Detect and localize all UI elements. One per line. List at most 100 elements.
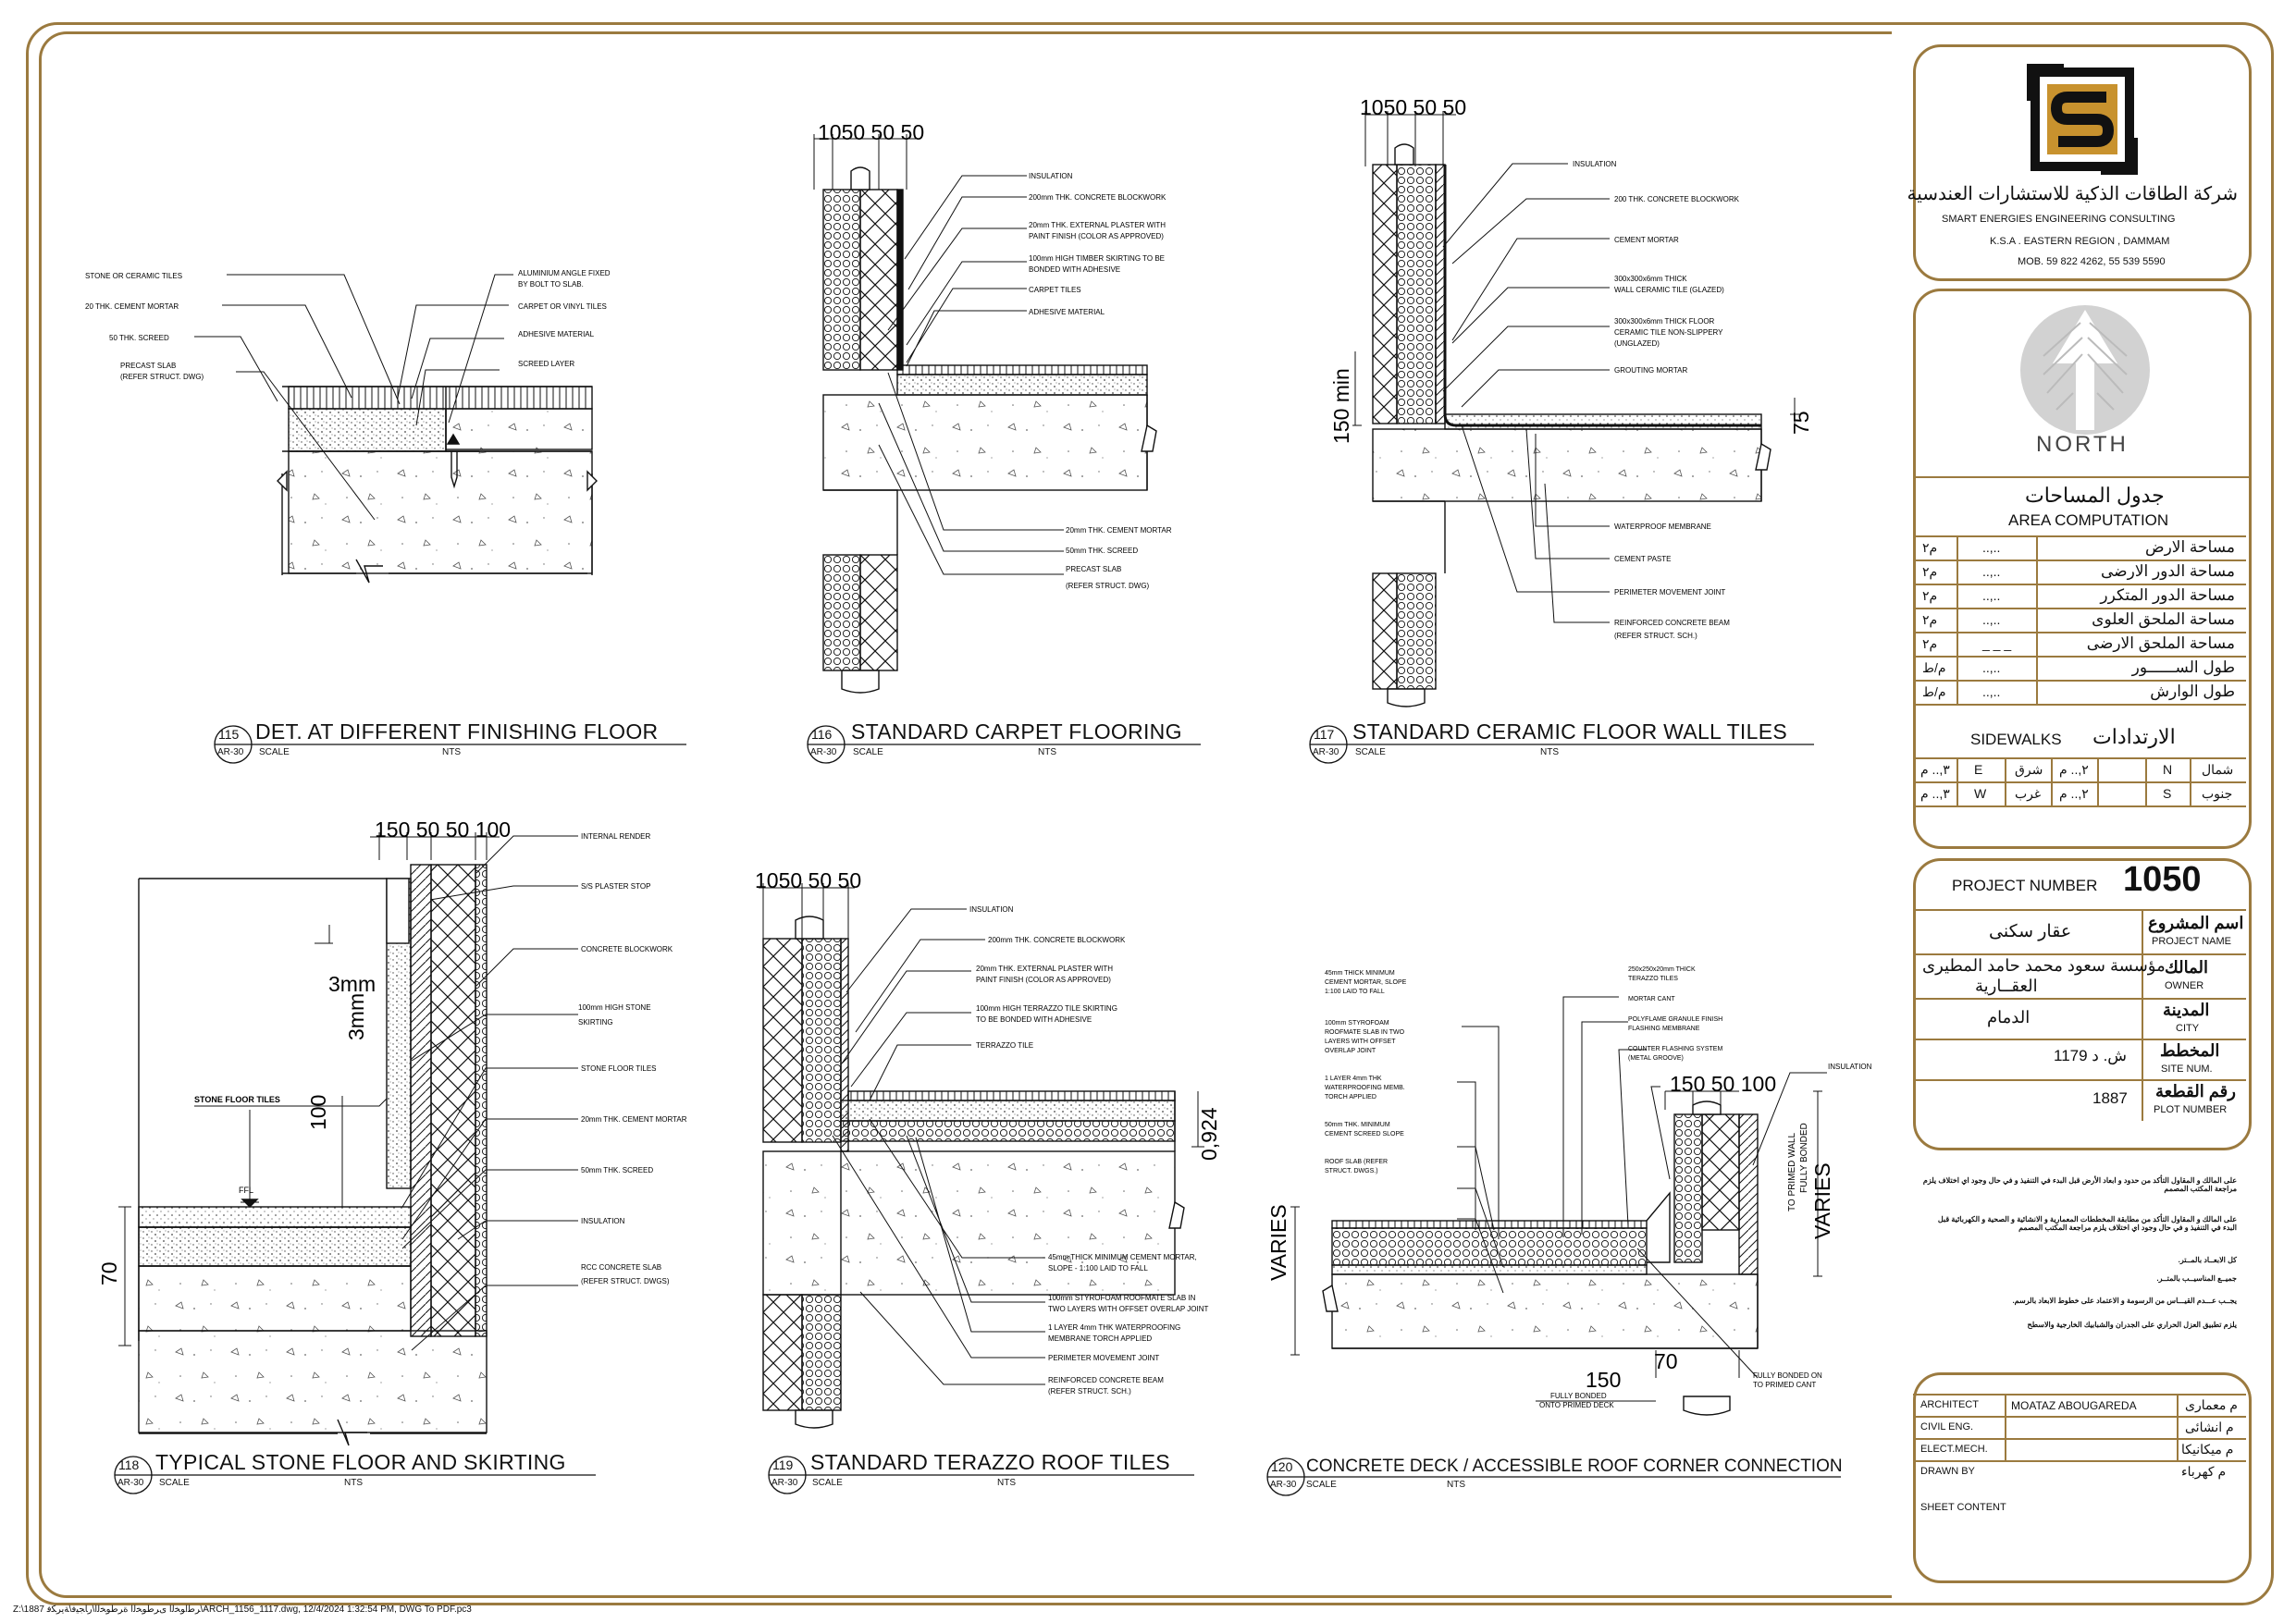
d120-note: INSULATION [1828,1063,1872,1071]
detail-119-scale-label: SCALE [812,1478,843,1488]
detail-115-title: DET. AT DIFFERENT FINISHING FLOOR [255,719,659,744]
setback-cell: W [1974,786,1987,801]
detail-120-sheet: AR-30 [1270,1480,1297,1490]
owner-value: العقــارية [1975,977,2038,995]
d120-note: OVERLAP JOINT [1325,1048,1376,1054]
project-panel [1913,858,2252,1150]
d120-note: 100mm STYROFOAM [1325,1020,1389,1027]
d115-note: ADHESIVE MATERIAL [518,330,595,338]
d120-note: TERAZZO TILES [1628,976,1678,982]
detail-116-drawing [813,134,1157,694]
detail-115-scale-value: NTS [442,747,461,757]
note-item: جميــع المناسيــب بالمتــر. [2156,1274,2237,1283]
north-arrow-icon [2020,305,2150,435]
setback-cell: E [1974,762,1983,777]
d120-label: TO PRIMED WALL [1787,1133,1797,1211]
sheet-content-label: SHEET CONTENT [1920,1502,2006,1513]
detail-117-sheet: AR-30 [1313,747,1339,757]
staff-panel [1913,1372,2252,1583]
area-rows: م٢ ..,.. مساحة الارض م٢ ..,.. مساحة الدو… [1913,536,2246,705]
staff-role: ELECT.MECH. [1920,1444,1988,1455]
detail-120-scale-label: SCALE [1306,1480,1337,1490]
d120-note: STRUCT. DWGS.) [1325,1168,1378,1174]
setback-cell: ٢,.. م [2059,786,2089,801]
project-table [1913,909,2246,1121]
d119-note: TERRAZZO TILE [976,1041,1033,1050]
d117-note: CEMENT PASTE [1614,555,1672,563]
setback-cell: ٣,.. م [1920,762,1950,777]
area-row: م٢ [1922,636,1938,651]
area-row: ..,.. [1982,660,2001,675]
d117-note: INSULATION [1573,160,1617,168]
detail-117-title: STANDARD CERAMIC FLOOR WALL TILES [1352,719,1787,744]
area-title-ar: جدول المساحات [2025,484,2165,507]
detail-120-number: 120 [1271,1459,1293,1474]
area-row: مساحة الملحق العلوى [2092,610,2235,628]
staff-role-ar: م ميكانيكا [2181,1442,2234,1457]
area-row: طول الســــــور [2131,658,2235,676]
d119-note: TWO LAYERS WITH OFFSET OVERLAP JOINT [1048,1305,1208,1313]
staff-table [1913,1394,2246,1462]
north-label: NORTH [2036,432,2129,457]
d120-note: LAYERS WITH OFFSET [1325,1039,1396,1045]
d120-note: 250x250x20mm THICK [1628,966,1696,973]
d118-dim-3mm: 3mm [328,972,376,996]
area-table [1913,535,2246,807]
setback-cell: S [2163,786,2172,801]
d120-note: POLYFLAME GRANULE FINISH [1628,1016,1722,1023]
project-name-en-label: PROJECT NAME [2152,936,2231,947]
note-item: يلزم تطبيق العزل الحراري على الجدران وال… [2027,1321,2237,1329]
detail-118-drawing [118,832,578,1446]
detail-118-title: TYPICAL STONE FLOOR AND SKIRTING [155,1450,566,1474]
owner-en-label: OWNER [2165,980,2204,991]
setback-cell: ٢,.. م [2059,762,2089,777]
company-name-ar: شركة الطاقات الذكية للاستشارات العندسية [1907,184,2238,204]
project-number-label: PROJECT NUMBER [1952,877,2098,894]
d119-note: PAINT FINISH (COLOR AS APPROVED) [976,976,1111,984]
d119-note: 45mm THICK MINIMUM CEMENT MORTAR, [1048,1253,1197,1261]
d120-note: CEMENT MORTAR, SLOPE [1325,979,1407,986]
area-row: م/ط [1922,684,1946,699]
d115-note: 20 THK. CEMENT MORTAR [85,302,179,311]
detail-120-drawing [1290,996,1827,1416]
d119-note: MEMBRANE TORCH APPLIED [1048,1334,1152,1343]
d119-note: 20mm THK. EXTERNAL PLASTER WITH [976,965,1113,973]
company-logo [2027,64,2138,175]
detail-118-scale-label: SCALE [159,1478,190,1488]
d120-note: 1:100 LAID TO FALL [1325,989,1385,995]
owner-ar-label: المالك [2165,958,2209,977]
d120-dim: 150 50 100 [1670,1072,1776,1096]
area-title-en: AREA COMPUTATION [2008,511,2169,529]
company-region: K.S.A . EASTERN REGION , DAMMAM [1990,236,2170,247]
sidewalks-title-ar: الارتدادات [2092,725,2176,748]
detail-115-number: 115 [218,727,240,742]
area-row: طول الوارش [2150,682,2235,700]
d115-note: CARPET OR VINYL TILES [518,302,607,311]
note-item: يجــب عـــدم القيـــاس من الرسومة و الاع… [2012,1297,2237,1305]
d117-note: 300x300x6mm THICK [1614,275,1687,283]
project-number: 1050 [2123,860,2202,899]
d118-note: INTERNAL RENDER [581,832,650,841]
d119-note: 1 LAYER 4mm THK WATERPROOFING [1048,1323,1180,1332]
d115-note: 50 THK. SCREED [109,334,169,342]
d116-note: 200mm THK. CONCRETE BLOCKWORK [1029,193,1167,202]
d120-label: TO PRIMED CANT [1753,1381,1816,1389]
d118-note: CONCRETE BLOCKWORK [581,945,673,953]
area-row: م٢ [1922,612,1938,627]
area-row: م/ط [1922,660,1946,675]
d116-note: 100mm HIGH TIMBER SKIRTING TO BE [1029,254,1165,263]
d118-dim: 150 50 50 100 [375,818,511,842]
area-panel: NORTH جدول المساحات AREA COMPUTATION [1913,289,2252,849]
d120-dim-varies-r: VARIES [1810,1162,1834,1239]
d115-note: SCREED LAYER [518,360,574,368]
note-item: على المالك و المقاول التأكد من مطابقة ال… [1937,1215,2237,1232]
area-row: مساحة الدور الارضى [2101,562,2235,580]
area-row: _ _ _ [1982,636,2012,651]
d117-note: CEMENT MORTAR [1614,236,1679,244]
d118-dim-3mm-v: 3mm [344,993,368,1040]
staff-role-ar: م معمارى [2185,1397,2238,1412]
d120-note: ROOF SLAB (REFER [1325,1159,1388,1165]
area-row: م٢ [1922,588,1938,603]
area-row: ..,.. [1982,588,2001,603]
d117-note: (UNGLAZED) [1614,339,1660,348]
